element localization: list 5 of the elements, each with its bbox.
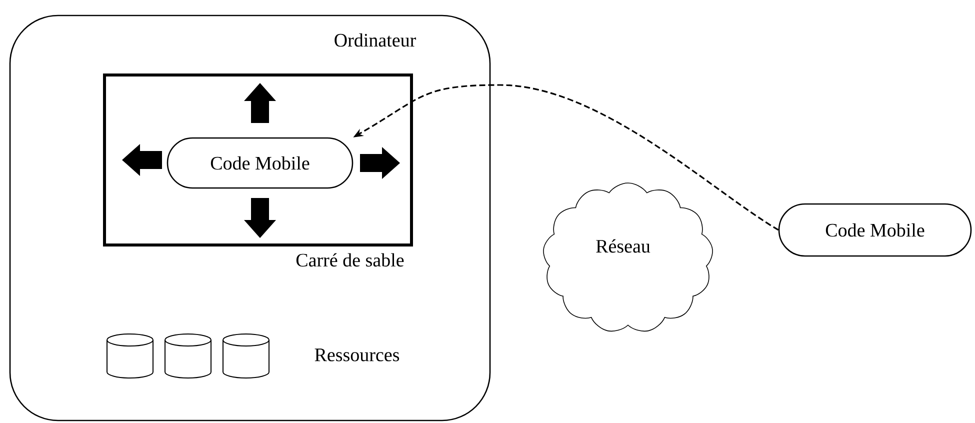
label-text: Ressources [314, 348, 400, 362]
code-box: Code Mobile [166, 137, 354, 189]
code-box: Code Mobile [778, 203, 972, 257]
node-label: Carré de sable [296, 253, 404, 267]
network-cloud: Réseau [543, 182, 713, 332]
